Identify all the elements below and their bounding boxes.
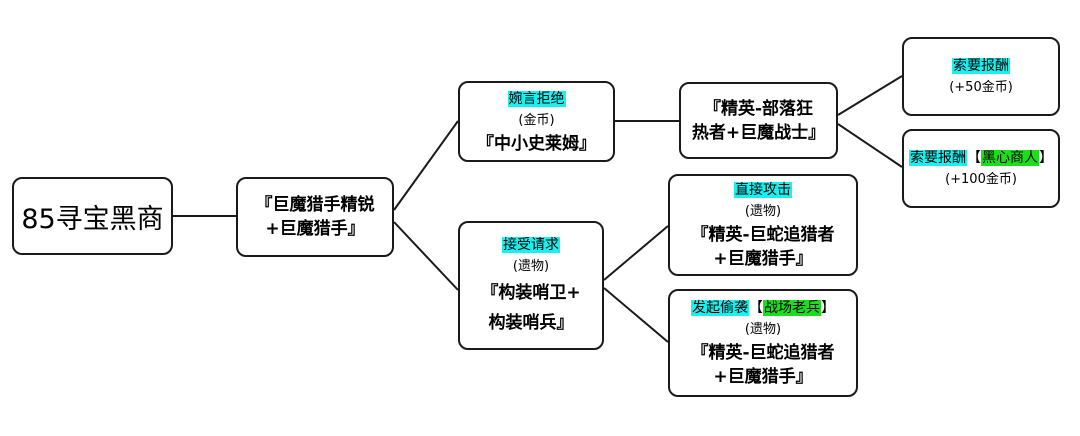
- edge-n1-n3: [393, 221, 459, 291]
- option-label: 接受请求: [502, 236, 560, 253]
- option-label: 索要报酬: [952, 57, 1010, 74]
- bracket-open: 【: [749, 300, 763, 316]
- enemy-line-2: +巨魔猎手』: [265, 219, 365, 239]
- trait-tag: 战场老兵: [763, 300, 821, 316]
- enemy-line-1: 『精英-部落狂: [703, 98, 814, 119]
- enemy-line-1: 『构装哨卫+: [481, 282, 581, 303]
- reward-label: (+100金币): [945, 171, 1017, 187]
- node-sneak-attack: 发起偷袭【战场老兵】 (遗物) 『精英-巨蛇追猎者 +巨魔猎手』: [668, 289, 858, 397]
- option-label: 发起偷袭: [691, 300, 749, 316]
- node-troll-hunter-elite: 『巨魔猎手精锐 +巨魔猎手』: [236, 177, 394, 257]
- option-label: 直接攻击: [734, 182, 792, 198]
- enemy-line-2: +巨魔猎手』: [713, 249, 813, 269]
- edge-n4-n5: [837, 75, 903, 116]
- node-ask-reward-100: 索要报酬【黑心商人】 (+100金币): [902, 129, 1060, 208]
- enemy-line-1: 『巨魔猎手精锐: [255, 195, 375, 215]
- enemy-line-1: 『精英-巨蛇追猎者: [691, 343, 835, 363]
- bracket-close: 】: [1039, 149, 1053, 166]
- node-accept: 接受请求 (遗物) 『构装哨卫+ 构装哨兵』: [458, 221, 604, 350]
- reward-label: (金币): [518, 112, 555, 128]
- root-node: 85寻宝黑商: [12, 177, 173, 255]
- reward-label: (遗物): [744, 204, 782, 219]
- enemy-label: 『中小史莱姆』: [477, 133, 596, 154]
- reward-label: (遗物): [512, 258, 550, 274]
- node-elite-tribe-zealot: 『精英-部落狂 热者+巨魔战士』: [679, 82, 838, 159]
- bracket-close: 】: [821, 300, 835, 316]
- enemy-line-2: 热者+巨魔战士』: [691, 122, 826, 143]
- enemy-line-2: 构装哨兵』: [488, 312, 574, 333]
- trait-tag: 黑心商人: [981, 149, 1039, 166]
- reward-label: (+50金币): [949, 79, 1013, 95]
- edge-n3-n8: [603, 287, 669, 343]
- node-ask-reward-50: 索要报酬 (+50金币): [902, 37, 1060, 116]
- node-direct-attack: 直接攻击 (遗物) 『精英-巨蛇追猎者 +巨魔猎手』: [668, 174, 858, 276]
- edge-n4-n6: [837, 123, 903, 168]
- node-decline: 婉言拒绝 (金币) 『中小史莱姆』: [458, 81, 615, 162]
- enemy-line-1: 『精英-巨蛇追猎者: [691, 225, 835, 245]
- option-label: 婉言拒绝: [507, 90, 566, 107]
- option-label: 索要报酬: [909, 149, 967, 166]
- edge-n3-n7: [603, 225, 669, 281]
- edge-n1-n2: [393, 120, 459, 211]
- enemy-line-2: +巨魔猎手』: [713, 367, 813, 387]
- root-label: 85寻宝黑商: [21, 203, 164, 235]
- reward-label: (遗物): [744, 322, 782, 337]
- bracket-open: 【: [967, 149, 981, 166]
